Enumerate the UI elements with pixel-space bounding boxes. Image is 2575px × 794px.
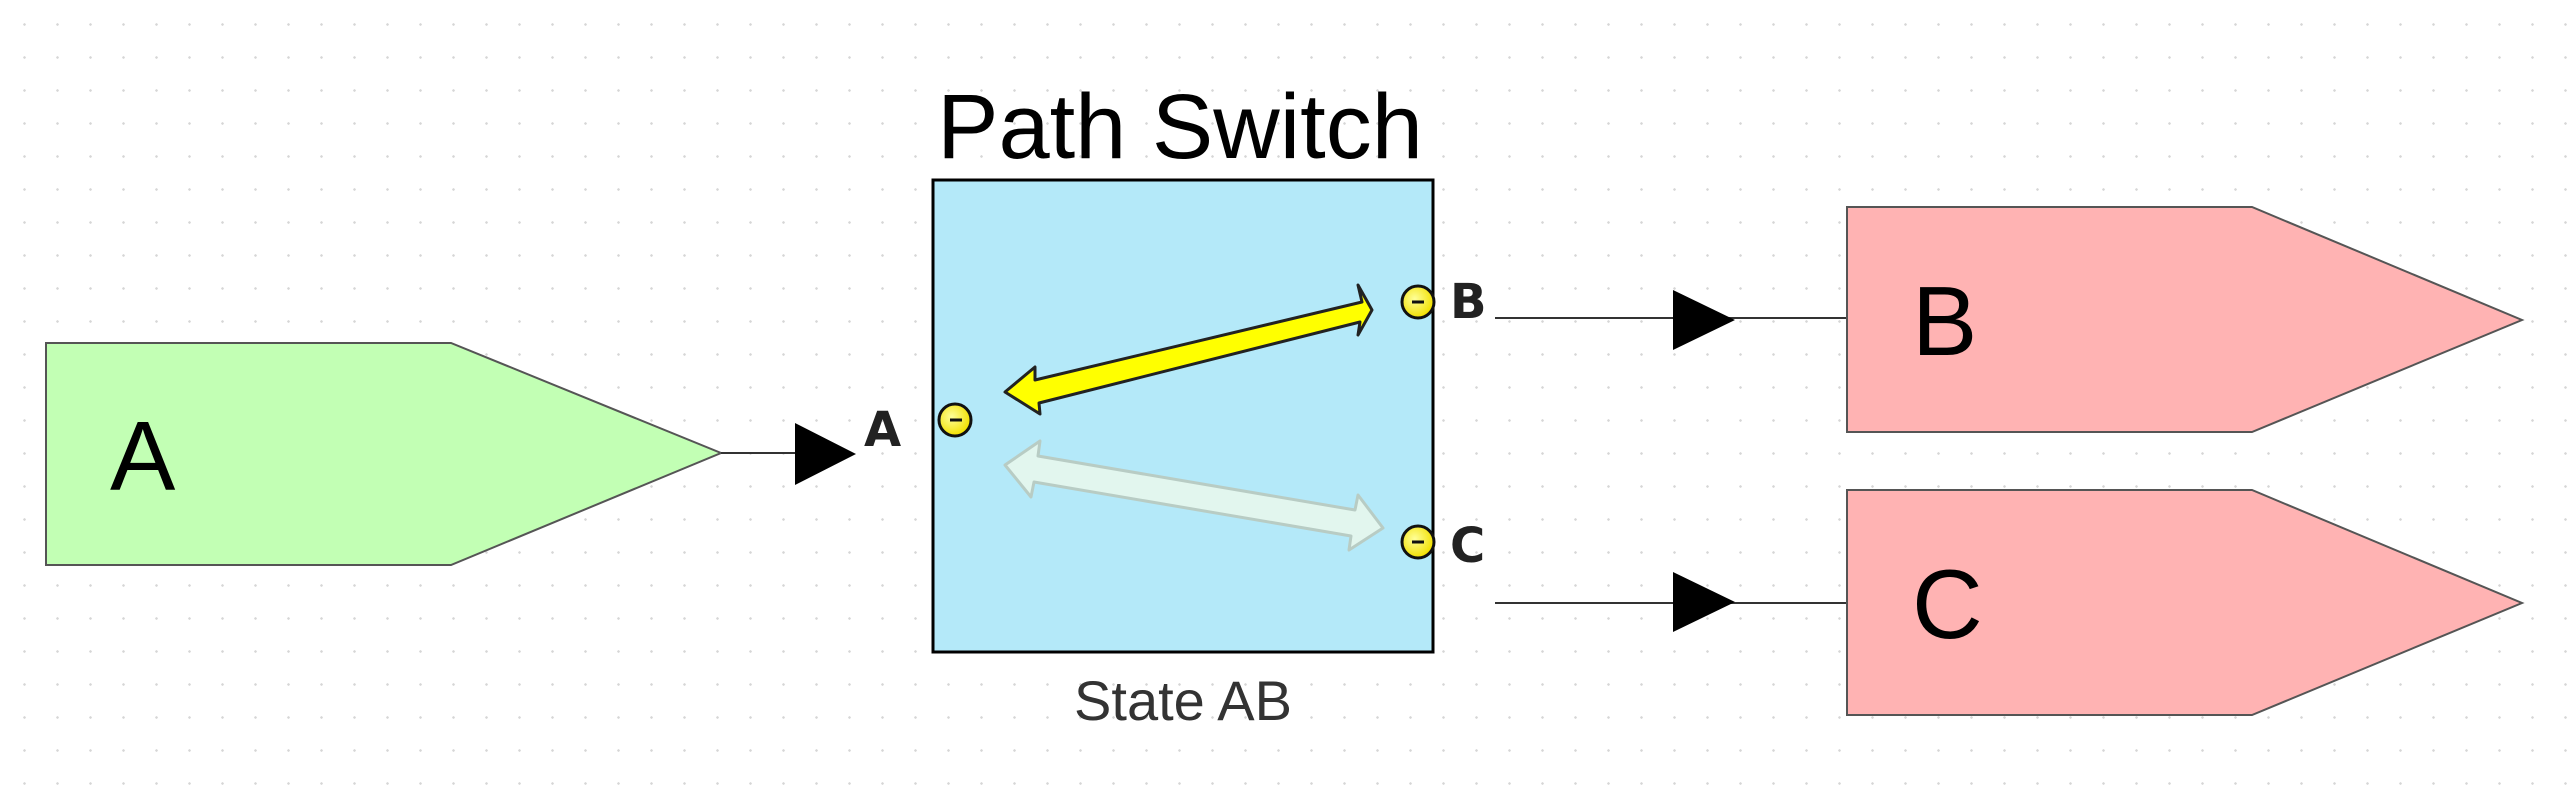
source-node-a[interactable]: A [45, 342, 724, 566]
switch-port-b[interactable]: B [1400, 274, 1487, 330]
connector-arrowhead [1673, 572, 1735, 632]
target-node-b-label: B [1912, 266, 1977, 376]
port-a-label: A [864, 402, 901, 458]
source-node-shape [45, 342, 724, 566]
connector-switch-to-c [1495, 572, 1847, 632]
switch-state-label: State AB [1074, 669, 1292, 732]
target-node-c-label: C [1912, 549, 1983, 659]
inactive-path-arrow [1003, 439, 1385, 552]
target-node-c[interactable]: C [1846, 489, 2525, 716]
connector-switch-to-b [1495, 290, 1847, 350]
source-node-label: A [110, 401, 176, 511]
connector-a-to-switch [721, 423, 856, 485]
connector-arrowhead [1673, 290, 1735, 350]
target-node-b[interactable]: B [1846, 206, 2525, 433]
path-switch-block[interactable]: A B C [864, 178, 1487, 654]
switch-body [931, 178, 1435, 654]
target-node-c-shape [1846, 489, 2525, 716]
switch-port-c[interactable]: C [1400, 518, 1485, 574]
port-b-label: B [1450, 274, 1487, 330]
switch-title: Path Switch [937, 76, 1423, 178]
switch-port-a[interactable]: A [864, 402, 973, 458]
active-path-arrow [1003, 283, 1374, 416]
connector-arrowhead [795, 423, 856, 485]
port-c-label: C [1450, 518, 1485, 574]
target-node-b-shape [1846, 206, 2525, 433]
